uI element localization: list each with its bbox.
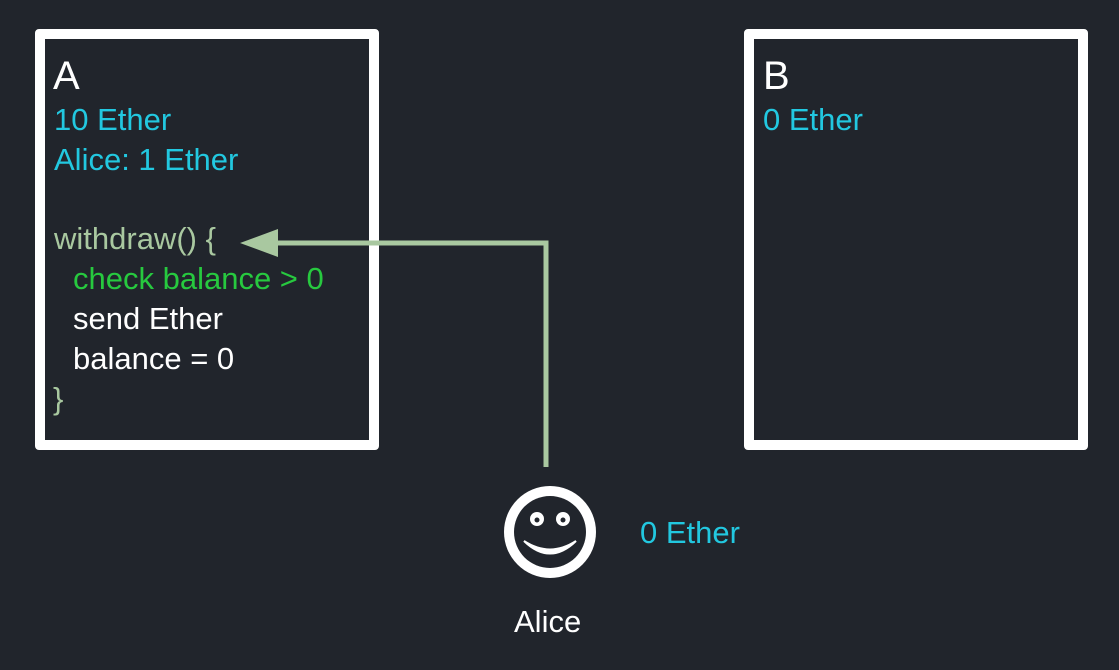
contract-b-name: B bbox=[763, 54, 790, 98]
contract-a-box bbox=[35, 29, 379, 450]
contract-a-name: A bbox=[53, 54, 80, 98]
alice-label: Alice bbox=[514, 604, 582, 639]
alice-balance: 0 Ether bbox=[640, 515, 740, 550]
code-check-balance: check balance > 0 bbox=[73, 261, 324, 296]
code-send-ether: send Ether bbox=[73, 301, 223, 336]
contract-a-alice-balance: Alice: 1 Ether bbox=[54, 142, 239, 177]
contract-b-box bbox=[744, 29, 1088, 450]
code-withdraw-open: withdraw() { bbox=[54, 221, 216, 256]
code-balance-reset: balance = 0 bbox=[73, 341, 235, 376]
code-withdraw-close: } bbox=[53, 381, 64, 416]
contract-a-balance: 10 Ether bbox=[54, 102, 172, 137]
smiley-face-icon bbox=[504, 486, 596, 578]
contract-b-balance: 0 Ether bbox=[763, 102, 863, 137]
